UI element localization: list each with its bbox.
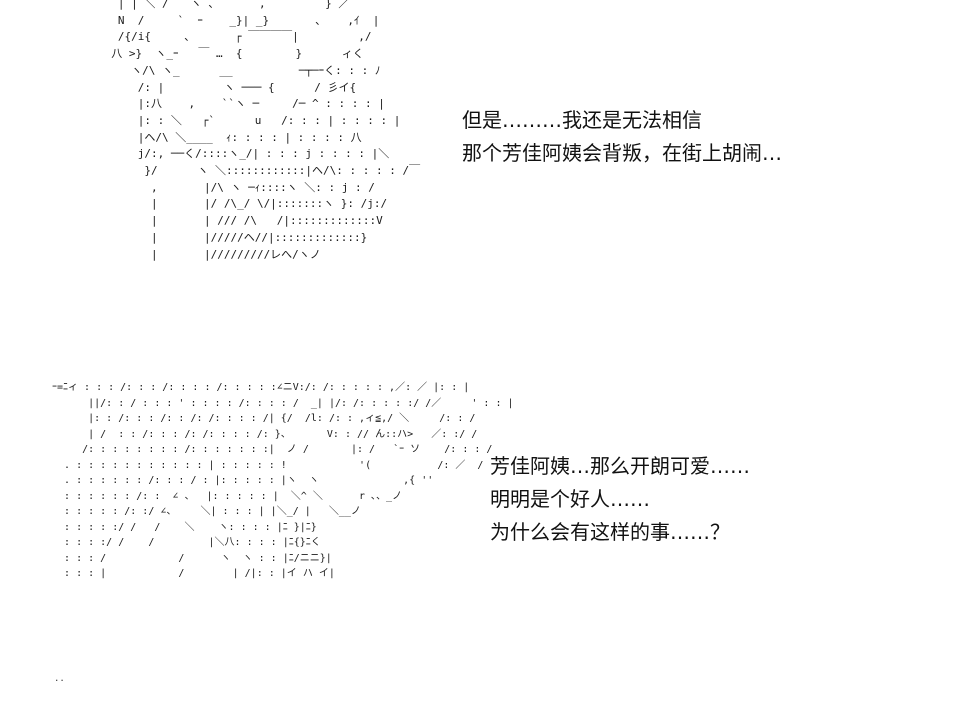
ascii-art-character-closeup: ｰ=ﾆィ : : : /: : : /: : : : /: : : : :∠ニV… xyxy=(52,382,514,579)
dialogue-line: 芳佳阿姨…那么开朗可爱…… xyxy=(490,454,750,478)
dialogue-text-1: 但是………我还是无法相信 那个芳佳阿姨会背叛，在街上胡闹… xyxy=(462,104,782,170)
dialogue-line: 但是………我还是无法相信 xyxy=(462,108,702,132)
dialogue-line: 为什么会有这样的事……？ xyxy=(490,520,730,544)
dialogue-text-2: 芳佳阿姨…那么开朗可爱…… 明明是个好人…… 为什么会有这样的事……？ xyxy=(490,450,750,549)
dialogue-line: 明明是个好人…… xyxy=(490,487,650,511)
dialogue-line: 那个芳佳阿姨会背叛，在街上胡闹… xyxy=(462,141,782,165)
corner-mark: .. xyxy=(54,674,65,684)
ascii-art-character-portrait: | | ＼ /￣￣ヽ 、 , } ／ N / ` ｰ _}| _} ､ ,ｲ |… xyxy=(111,0,421,261)
